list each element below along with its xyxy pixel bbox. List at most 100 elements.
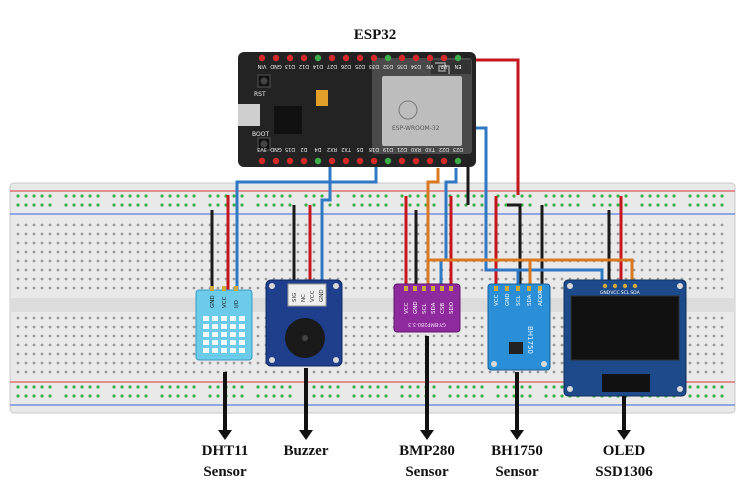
breadboard-hole [32,232,36,236]
breadboard-hole [360,223,364,227]
breadboard-hole [712,286,716,290]
breadboard-hole [456,352,460,356]
breadboard-hole [272,259,276,263]
breadboard-hole [376,370,380,374]
esp32-pin-label: D21 [397,146,407,152]
breadboard-hole [24,277,28,281]
breadboard-hole [256,259,260,263]
breadboard-hole [368,343,372,347]
breadboard-hole [552,223,556,227]
breadboard-hole [360,268,364,272]
breadboard-hole [16,268,20,272]
breadboard-hole [384,286,388,290]
breadboard-hole [704,194,708,198]
breadboard-hole [280,241,284,245]
esp32-pin [384,157,392,165]
breadboard-hole [392,370,396,374]
mount-hole-icon [567,283,573,289]
breadboard-hole [256,203,260,207]
breadboard-hole [80,361,84,365]
breadboard-hole [240,277,244,281]
breadboard-hole [376,250,380,254]
breadboard-hole [408,259,412,263]
breadboard-hole [352,203,356,207]
breadboard-hole [216,232,220,236]
breadboard-hole [656,203,660,207]
breadboard-hole [440,352,444,356]
breadboard-hole [160,325,164,329]
breadboard-hole [400,394,404,398]
breadboard-hole [272,370,276,374]
breadboard-hole [56,232,60,236]
breadboard-hole [288,223,292,227]
breadboard-hole [248,268,252,272]
breadboard-hole [472,352,476,356]
breadboard-hole [24,194,28,198]
breadboard-hole [376,259,380,263]
breadboard-hole [552,343,556,347]
oled-ribbon [602,374,650,392]
breadboard-hole [16,394,20,398]
breadboard-hole [336,241,340,245]
breadboard-hole [560,250,564,254]
breadboard-hole [512,370,516,374]
breadboard-hole [56,370,60,374]
breadboard-hole [176,194,180,198]
breadboard-hole [480,316,484,320]
dht11-vent-slot [203,348,209,353]
breadboard-hole [264,250,268,254]
breadboard-hole [712,203,716,207]
breadboard-hole [696,343,700,347]
breadboard-hole [256,286,260,290]
breadboard-hole [96,268,100,272]
breadboard-hole [200,370,204,374]
breadboard-hole [224,361,228,365]
breadboard-hole [432,194,436,198]
breadboard-hole [216,394,220,398]
breadboard-hole [712,334,716,338]
breadboard-hole [48,241,52,245]
breadboard-hole [176,361,180,365]
breadboard-hole [616,203,620,207]
breadboard-hole [712,325,716,329]
breadboard-hole [440,241,444,245]
breadboard-hole [560,232,564,236]
breadboard-hole [184,241,188,245]
breadboard-hole [360,277,364,281]
breadboard-hole [112,343,116,347]
breadboard-hole [56,343,60,347]
breadboard-hole [384,370,388,374]
esp32-pin [314,157,322,165]
breadboard-hole [544,223,548,227]
breadboard-hole [112,334,116,338]
module-pin [234,286,238,291]
dht11-vent-slot [239,324,245,329]
breadboard-hole [168,334,172,338]
breadboard-hole [592,223,596,227]
breadboard-hole [232,394,236,398]
breadboard-hole [352,250,356,254]
breadboard-hole [360,352,364,356]
breadboard-hole [296,223,300,227]
breadboard [9,182,736,414]
breadboard-hole [400,250,404,254]
breadboard-hole [456,203,460,207]
breadboard-hole [376,325,380,329]
breadboard-hole [152,268,156,272]
breadboard-hole [144,385,148,389]
dht11-vent-slot [230,340,236,345]
breadboard-hole [464,223,468,227]
breadboard-hole [336,259,340,263]
breadboard-hole [312,268,316,272]
breadboard-hole [688,223,692,227]
module-pin [440,286,444,291]
breadboard-hole [64,250,68,254]
breadboard-hole [120,286,124,290]
breadboard-hole [496,394,500,398]
breadboard-hole [176,268,180,272]
esp32-pin-label: D15 [285,146,295,152]
breadboard-hole [160,232,164,236]
breadboard-hole [72,232,76,236]
breadboard-hole [232,277,236,281]
